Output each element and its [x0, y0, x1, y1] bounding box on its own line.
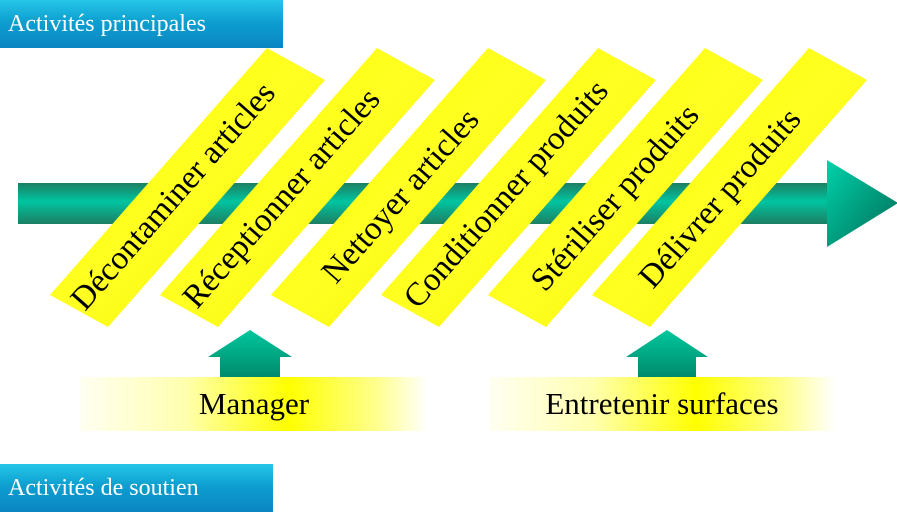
support-activity-surfaces: Entretenir surfaces	[489, 377, 835, 431]
support-activity-label: Entretenir surfaces	[545, 386, 779, 421]
support-arrow-surfaces	[626, 330, 708, 377]
support-arrow-manager	[208, 330, 292, 377]
main-activities-label: Activités principales	[0, 0, 283, 48]
support-activity-label: Manager	[198, 386, 310, 421]
support-activities-label: Activités de soutien	[0, 464, 273, 512]
support-activity-manager: Manager	[80, 377, 428, 431]
